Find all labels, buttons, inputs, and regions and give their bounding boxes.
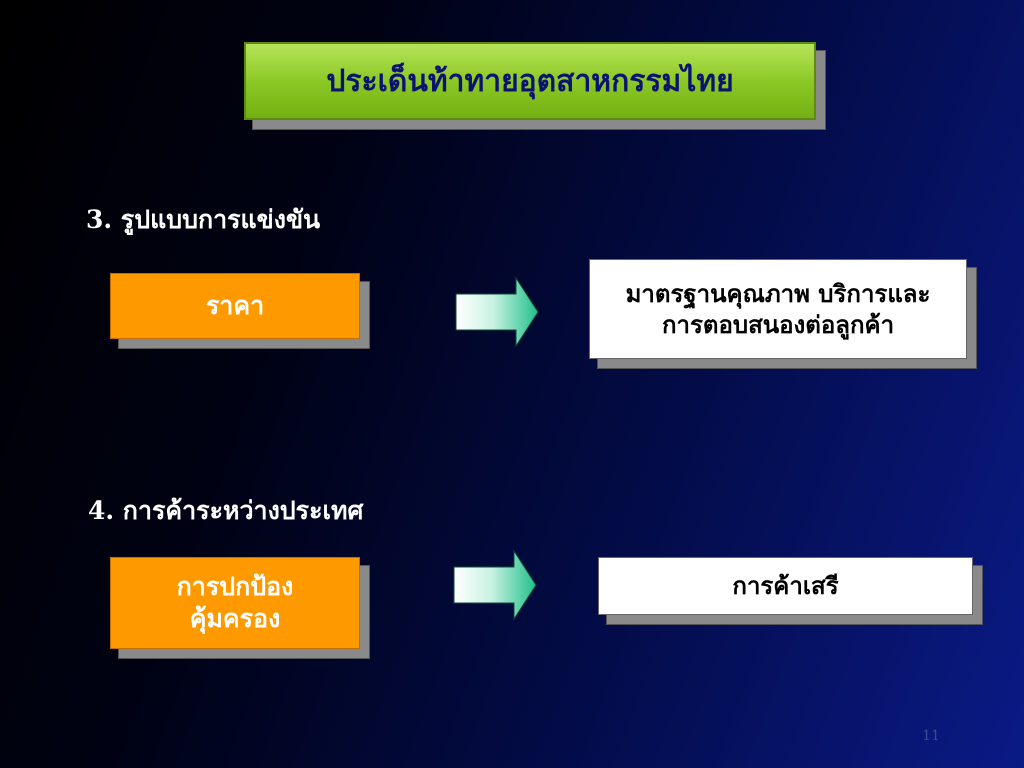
free-trade-box: การค้าเสรี (598, 557, 973, 615)
protection-box-line-2: คุ้มครอง (189, 604, 281, 633)
price-box: ราคา (110, 273, 360, 339)
section-heading-international-trade: 4. การค้าระหว่างประเทศ (88, 496, 364, 525)
protection-box: การปกป้อง คุ้มครอง (110, 557, 360, 649)
protection-box-line-1: การปกป้อง (176, 571, 294, 601)
slide-title-text: ประเด็นท้าทายอุตสาหกรรมไทย (326, 63, 734, 99)
right-arrow-icon (455, 276, 539, 348)
slide-title: ประเด็นท้าทายอุตสาหกรรมไทย (244, 42, 816, 120)
price-box-line-1: ราคา (205, 290, 265, 320)
free-trade-box-line-1: การค้าเสรี (732, 571, 839, 601)
quality-box-line-1: มาตรฐานคุณภาพ บริการและ (625, 278, 931, 308)
right-arrow-icon (453, 549, 537, 621)
section-heading-competition: 3. รูปแบบการแข่งขัน (86, 205, 321, 234)
page-number: 11 (922, 728, 940, 744)
quality-service-box: มาตรฐานคุณภาพ บริการและ การตอบสนองต่อลูก… (589, 259, 967, 359)
quality-box-line-2: การตอบสนองต่อลูกค้า (661, 310, 895, 339)
